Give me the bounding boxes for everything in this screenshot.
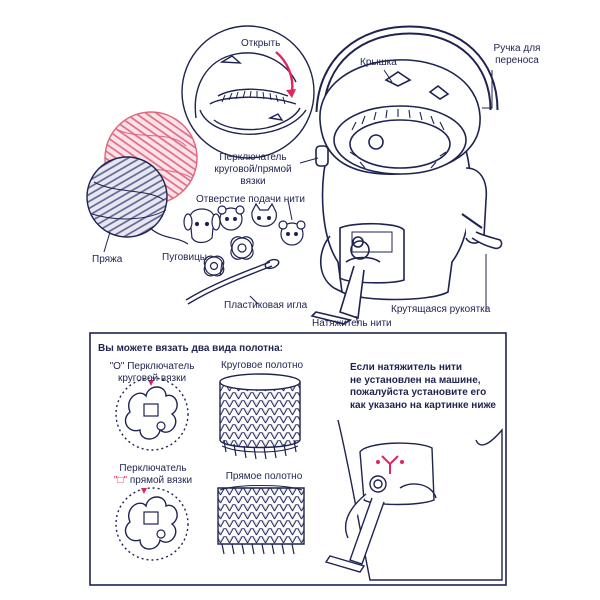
panel-heading: Вы можете вязать два вида полотна: xyxy=(98,343,283,354)
label-needle: Пластиковая игла xyxy=(224,300,308,311)
knitting-machine xyxy=(310,25,503,325)
straight-fabric xyxy=(217,485,305,555)
lid-detail-circle xyxy=(181,25,315,159)
label-open: Открыть xyxy=(241,38,281,49)
round-fabric xyxy=(219,373,301,460)
navy-yarn-ball xyxy=(86,156,189,245)
tensioner-note: Если натяжитель нити не установлен на ма… xyxy=(350,362,496,411)
tensioner-detail xyxy=(324,419,503,581)
leader-lines xyxy=(103,69,493,325)
round-switch-caption: "O" Перключатель круговой вязки xyxy=(109,361,195,384)
label-tensioner: Натяжитель нити xyxy=(312,318,392,329)
label-switch: Перключатель круговой/прямой вязки xyxy=(214,152,292,187)
label-carry-handle: Ручка для переноса xyxy=(493,43,541,66)
square-switch-symbol: "□" xyxy=(113,475,128,486)
label-feed-hole: Отверстие подачи нити xyxy=(196,194,305,205)
plastic-needle xyxy=(185,258,280,305)
label-yarn: Пряжа xyxy=(92,254,123,265)
label-lid: Крышка xyxy=(360,57,397,68)
label-buttons: Пуговицы xyxy=(162,252,207,263)
straight-fabric-caption: Прямое полотно xyxy=(225,471,303,482)
round-fabric-caption: Круговое полотно xyxy=(220,360,304,371)
info-panel-frame xyxy=(89,332,507,586)
open-arrow-icon xyxy=(275,51,296,98)
label-crank: Крутящаяся рукоятка xyxy=(391,304,491,315)
square-switch-icon xyxy=(115,487,189,561)
straight-switch-caption: Перключатель "□" прямой вязки xyxy=(113,463,193,486)
circle-switch-icon xyxy=(115,377,189,451)
animal-buttons xyxy=(183,202,306,277)
